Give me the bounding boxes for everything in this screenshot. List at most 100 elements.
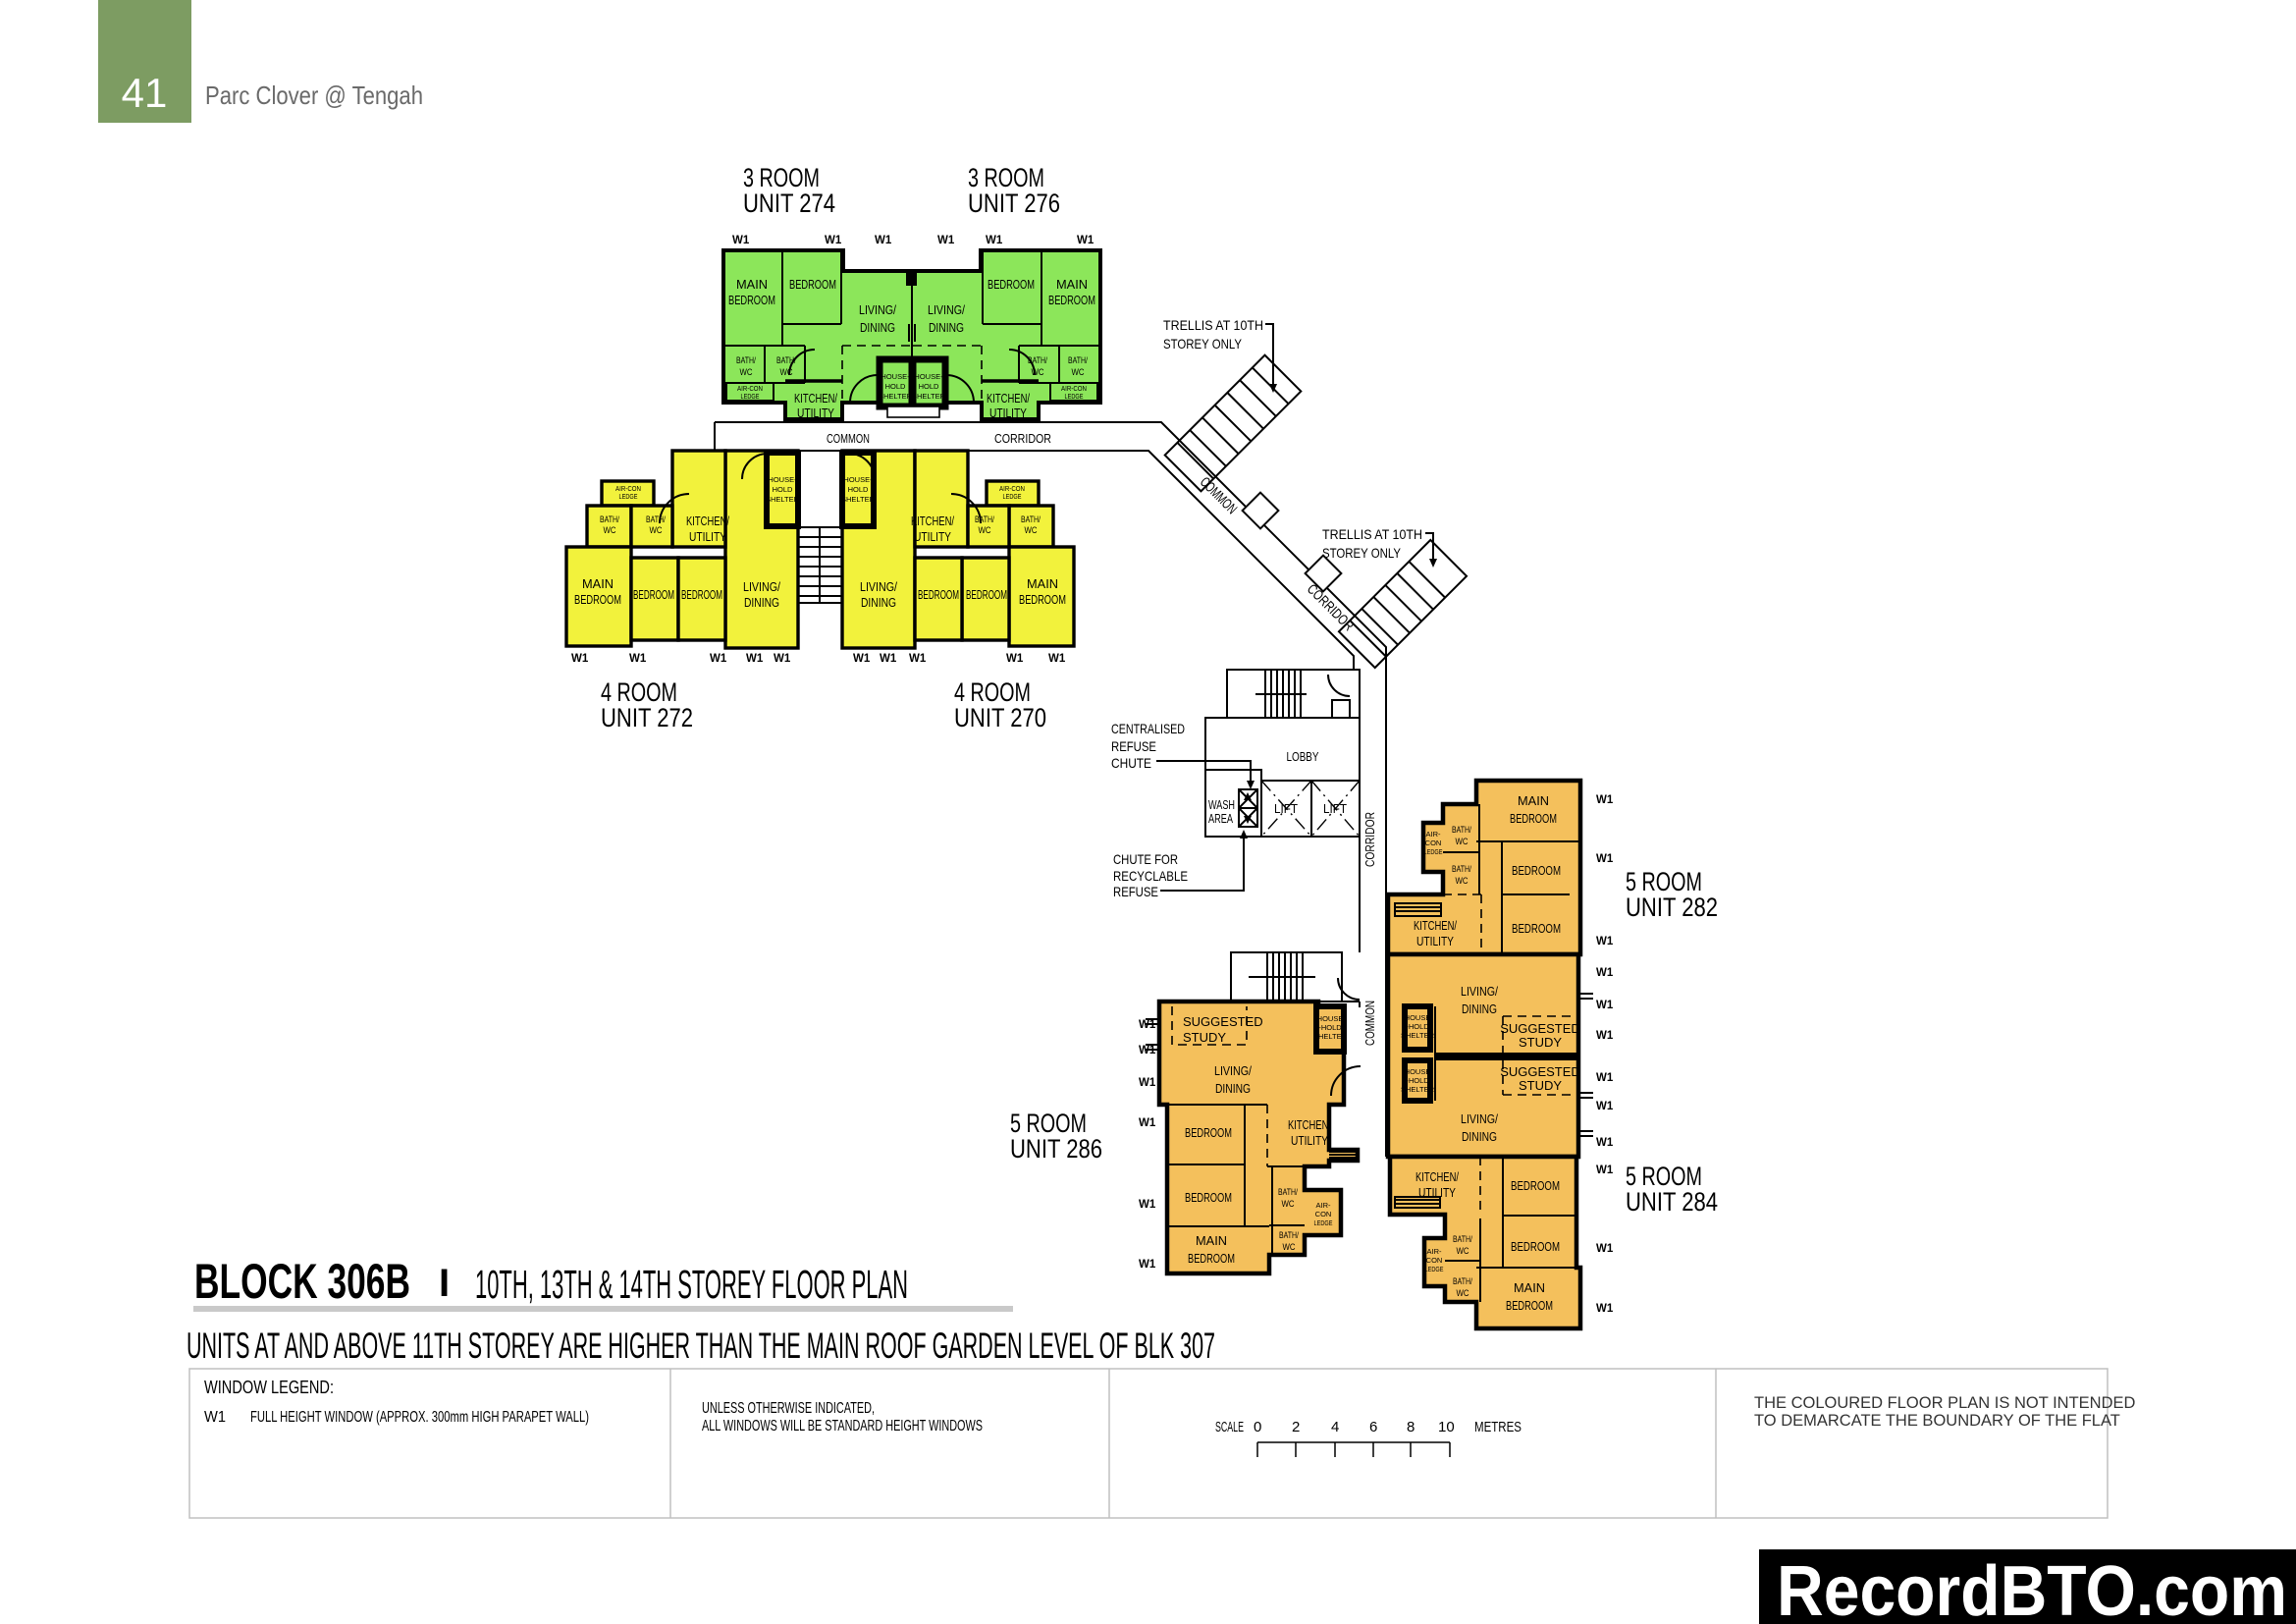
svg-text:REFUSE: REFUSE	[1111, 738, 1156, 754]
svg-text:WC: WC	[1456, 876, 1468, 887]
svg-text:SHELTER: SHELTER	[1401, 1085, 1435, 1094]
svg-text:KITCHEN/: KITCHEN/	[1288, 1117, 1331, 1132]
svg-text:W1: W1	[1048, 653, 1066, 665]
svg-text:4: 4	[1331, 1419, 1339, 1435]
svg-text:LIVING/: LIVING/	[1461, 1111, 1498, 1126]
svg-text:W1: W1	[853, 653, 871, 665]
svg-text:W1: W1	[1596, 853, 1614, 865]
svg-text:W1: W1	[1596, 967, 1614, 979]
svg-text:RecordBTO.com: RecordBTO.com	[1777, 1552, 2287, 1624]
svg-text:BATH/: BATH/	[1452, 825, 1471, 836]
svg-text:DINING: DINING	[861, 595, 896, 610]
svg-text:TRELLIS AT 10TH: TRELLIS AT 10TH	[1322, 526, 1422, 542]
svg-text:UTILITY: UTILITY	[1291, 1133, 1328, 1148]
svg-text:UTILITY: UTILITY	[914, 529, 951, 544]
svg-text:ALL WINDOWS WILL BE STANDARD H: ALL WINDOWS WILL BE STANDARD HEIGHT WIND…	[702, 1418, 983, 1435]
svg-text:LEDGE: LEDGE	[741, 392, 760, 401]
svg-text:BEDROOM: BEDROOM	[988, 277, 1035, 292]
svg-text:HOLD: HOLD	[919, 382, 939, 391]
svg-text:MAIN: MAIN	[1027, 576, 1058, 591]
svg-text:TRELLIS AT 10TH: TRELLIS AT 10TH	[1163, 317, 1263, 333]
svg-text:W1: W1	[774, 653, 791, 665]
svg-text:UNITS AT AND ABOVE 11TH STOREY: UNITS AT AND ABOVE 11TH STOREY ARE HIGHE…	[187, 1326, 1215, 1366]
svg-text:BLOCK 306B: BLOCK 306B	[194, 1254, 410, 1309]
svg-text:KITCHEN/: KITCHEN/	[987, 391, 1030, 406]
svg-text:UTILITY: UTILITY	[797, 406, 834, 420]
svg-text:W1: W1	[1596, 1137, 1614, 1149]
svg-text:BEDROOM: BEDROOM	[1506, 1298, 1553, 1313]
svg-text:UTILITY: UTILITY	[689, 529, 726, 544]
svg-text:-HOLD: -HOLD	[1406, 1076, 1429, 1085]
svg-text:LIVING/: LIVING/	[860, 579, 897, 594]
svg-text:WC: WC	[1072, 367, 1085, 378]
svg-text:5 ROOM: 5 ROOM	[1626, 1162, 1702, 1191]
svg-text:COMMON: COMMON	[827, 431, 870, 446]
svg-text:DINING: DINING	[929, 320, 964, 335]
svg-text:HOUSE: HOUSE	[1317, 1014, 1344, 1023]
svg-text:BEDROOM: BEDROOM	[1048, 293, 1095, 307]
svg-text:HOLD: HOLD	[885, 382, 906, 391]
svg-text:W1: W1	[629, 653, 647, 665]
svg-text:LIVING/: LIVING/	[1214, 1063, 1252, 1078]
svg-text:-HOLD: -HOLD	[1406, 1022, 1429, 1031]
svg-text:W1: W1	[710, 653, 727, 665]
svg-text:W1: W1	[937, 235, 955, 246]
svg-text:BEDROOM: BEDROOM	[1019, 592, 1066, 607]
svg-text:CON: CON	[1426, 1256, 1443, 1265]
svg-text:STOREY ONLY: STOREY ONLY	[1163, 336, 1243, 352]
svg-text:LEDGE: LEDGE	[1065, 392, 1084, 401]
svg-text:W1: W1	[1596, 794, 1614, 806]
svg-text:LEDGE: LEDGE	[1424, 847, 1443, 856]
svg-text:WC: WC	[979, 525, 991, 536]
svg-text:5 ROOM: 5 ROOM	[1626, 867, 1702, 896]
svg-text:WINDOW LEGEND:: WINDOW LEGEND:	[204, 1378, 334, 1397]
svg-text:STUDY: STUDY	[1183, 1030, 1226, 1045]
svg-text:W1: W1	[1139, 1199, 1156, 1211]
svg-text:HOUSE-: HOUSE-	[843, 475, 873, 484]
svg-text:BATH/: BATH/	[1068, 355, 1088, 366]
svg-text:SHELTER: SHELTER	[912, 392, 946, 401]
svg-text:3 ROOM: 3 ROOM	[743, 163, 820, 192]
svg-text:10: 10	[1438, 1419, 1455, 1435]
svg-text:AIR-CON: AIR-CON	[999, 484, 1025, 493]
svg-text:BEDROOM: BEDROOM	[966, 587, 1007, 602]
svg-text:CON: CON	[1315, 1210, 1332, 1218]
svg-text:BEDROOM: BEDROOM	[728, 293, 775, 307]
svg-text:MAIN: MAIN	[1514, 1280, 1545, 1295]
svg-text:BEDROOM: BEDROOM	[1511, 1239, 1560, 1254]
svg-text:AIR-CON: AIR-CON	[737, 384, 763, 393]
svg-text:HOUSE-: HOUSE-	[881, 372, 910, 381]
svg-text:BATH/: BATH/	[736, 355, 756, 366]
svg-text:BEDROOM: BEDROOM	[918, 587, 959, 602]
svg-text:UTILITY: UTILITY	[989, 406, 1027, 420]
svg-text:WC: WC	[650, 525, 663, 536]
svg-text:SCALE: SCALE	[1215, 1419, 1244, 1435]
svg-text:BATH/: BATH/	[1021, 514, 1041, 525]
svg-text:LIVING/: LIVING/	[859, 302, 896, 317]
svg-text:BEDROOM: BEDROOM	[1188, 1251, 1235, 1266]
svg-text:W1: W1	[204, 1409, 226, 1426]
svg-text:STUDY: STUDY	[1519, 1035, 1562, 1050]
svg-text:W1: W1	[1006, 653, 1024, 665]
svg-text:W1: W1	[746, 653, 764, 665]
svg-text:BEDROOM: BEDROOM	[1511, 1178, 1560, 1193]
svg-text:BEDROOM: BEDROOM	[681, 587, 722, 602]
svg-text:AIR-: AIR-	[1427, 1247, 1443, 1256]
svg-text:TO DEMARCATE THE BOUNDARY OF T: TO DEMARCATE THE BOUNDARY OF THE FLAT	[1754, 1412, 2120, 1430]
svg-text:AIR-CON: AIR-CON	[1061, 384, 1087, 393]
svg-text:KITCHEN/: KITCHEN/	[1415, 1169, 1459, 1184]
svg-text:4 ROOM: 4 ROOM	[601, 677, 677, 707]
svg-text:BATH/: BATH/	[1278, 1187, 1298, 1198]
svg-text:W1: W1	[1139, 1045, 1156, 1056]
svg-text:COMMON: COMMON	[1197, 474, 1240, 517]
svg-text:DINING: DINING	[1462, 1001, 1497, 1016]
svg-text:W1: W1	[1139, 1077, 1156, 1089]
svg-text:BATH/: BATH/	[1028, 355, 1047, 366]
svg-text:HOUSE: HOUSE	[1405, 1013, 1431, 1022]
svg-text:W1: W1	[1596, 1030, 1614, 1042]
svg-text:W1: W1	[1596, 1303, 1614, 1315]
svg-text:LIVING/: LIVING/	[928, 302, 965, 317]
svg-text:UNLESS OTHERWISE INDICATED,: UNLESS OTHERWISE INDICATED,	[702, 1400, 875, 1417]
svg-text:SHELTER: SHELTER	[766, 495, 800, 504]
svg-text:WC: WC	[780, 367, 793, 378]
